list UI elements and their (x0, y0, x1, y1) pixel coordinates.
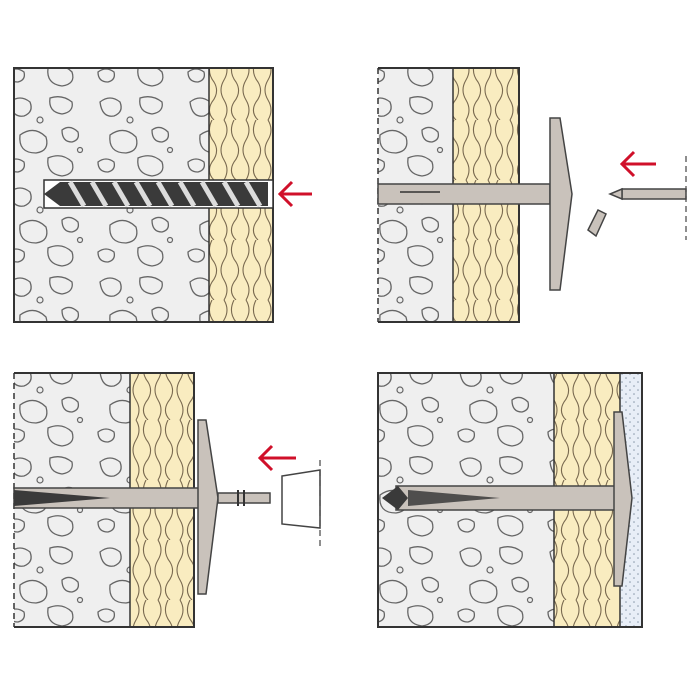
drill-bit (43, 179, 274, 209)
anchor-sleeve (377, 117, 573, 291)
setting-tool (281, 460, 321, 546)
panel-3-drive-pin (13, 372, 321, 628)
expansion-pin (587, 156, 687, 240)
arrow-icon (257, 444, 296, 472)
expansion-pin (217, 490, 271, 506)
arrow-icon (619, 150, 656, 178)
anchor-sleeve (382, 411, 633, 587)
anchor-sleeve (13, 419, 219, 595)
panel-1-drill-hole (13, 67, 312, 323)
arrow-icon (277, 180, 312, 208)
panel-4-installed (377, 372, 643, 628)
panel-frame (377, 372, 643, 628)
panel-2-insert-anchor (377, 67, 687, 323)
